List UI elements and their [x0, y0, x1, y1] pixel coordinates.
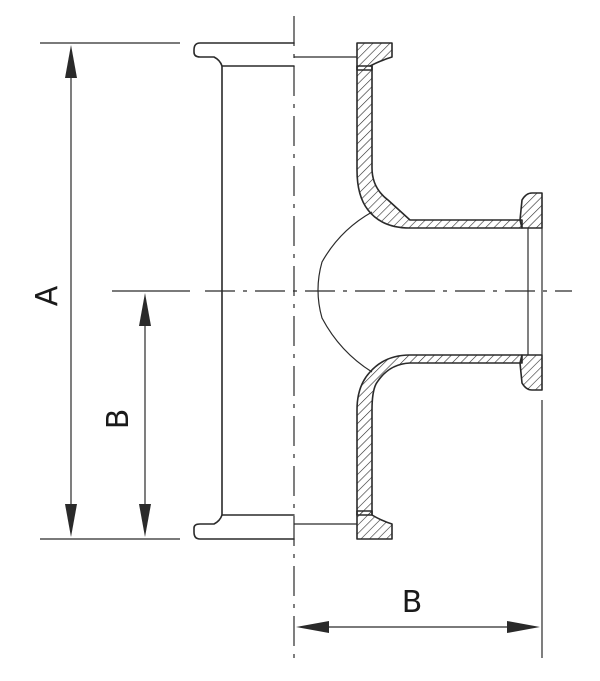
branch-top-flange-section: [519, 192, 543, 229]
dimension-b-vertical-label: B: [101, 409, 136, 430]
dimension-b-vertical: [112, 290, 190, 537]
lower-branch-wall-section: [356, 354, 523, 516]
dimension-a: [40, 42, 180, 540]
branch-outline: [317, 211, 543, 373]
dimension-a-label: A: [30, 285, 65, 306]
intersection-curve: [317, 211, 373, 373]
branch-bottom-flange-section: [519, 354, 543, 391]
dimension-b-horizontal-label: B: [402, 585, 423, 620]
dimension-b-horizontal: [296, 400, 543, 658]
sectioned-wall: [356, 42, 543, 540]
bottom-flange-section: [356, 510, 393, 540]
upper-branch-wall-section: [356, 65, 523, 229]
